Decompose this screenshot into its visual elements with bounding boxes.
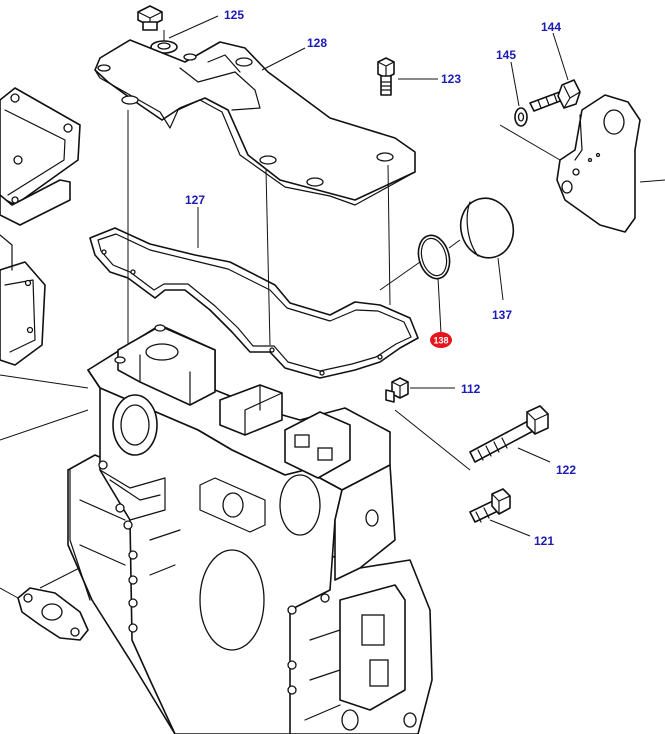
upper-cover-128 (94, 39, 416, 206)
bolt-122 (469, 405, 551, 463)
highlight-marker (430, 332, 452, 348)
bolt-112 (385, 377, 455, 403)
bolt-123 (377, 57, 438, 96)
callout-122: 122 (556, 463, 576, 477)
callout-112: 112 (461, 382, 481, 396)
callout-145: 145 (496, 48, 516, 62)
gasket-127 (89, 110, 419, 379)
callout-125: 125 (224, 8, 244, 22)
callout-144: 144 (541, 20, 561, 34)
callout-138-highlight[interactable]: 138 (430, 332, 452, 348)
cover-disc-137 (448, 197, 515, 301)
left-cover-plate (0, 87, 81, 226)
callout-127: 127 (185, 193, 205, 207)
callout-123: 123 (441, 72, 461, 86)
bolt-144 (529, 32, 581, 112)
mounting-bracket (556, 94, 665, 233)
o-ring-138 (379, 234, 451, 334)
left-gasket-frame (0, 234, 46, 366)
callout-138: 138 (433, 336, 448, 346)
callout-128: 128 (307, 36, 327, 50)
callout-121: 121 (534, 534, 554, 548)
plug-125 (137, 5, 219, 54)
bolt-121 (469, 488, 531, 537)
gear-housing (0, 324, 471, 734)
washer-145 (499, 61, 561, 161)
callout-137: 137 (492, 308, 512, 322)
